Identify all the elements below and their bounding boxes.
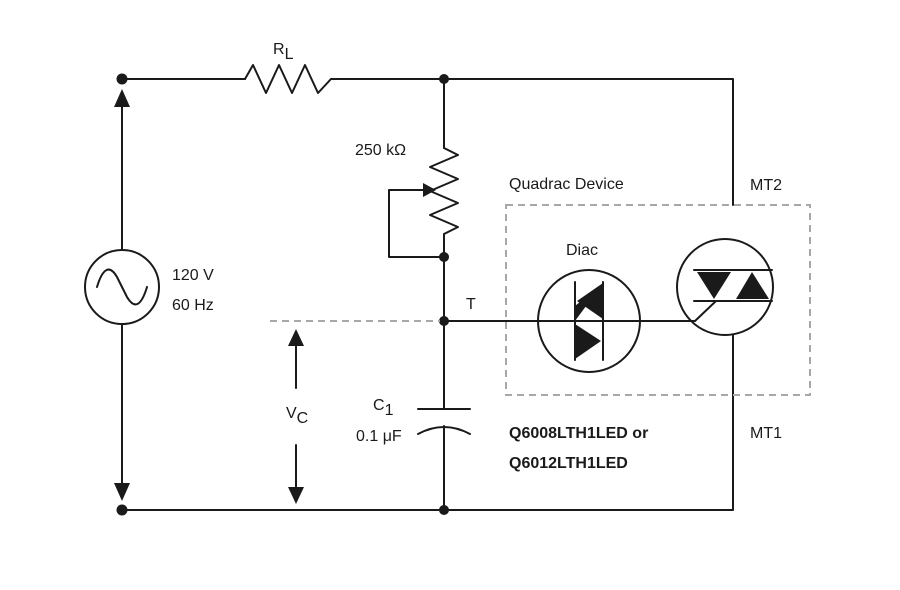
sine-wave bbox=[96, 268, 148, 306]
label-mt2: MT2 bbox=[750, 177, 782, 194]
potentiometer-arrow bbox=[423, 183, 436, 197]
label-c1: C1 bbox=[373, 397, 393, 419]
label-cap-value: 0.1 μF bbox=[356, 428, 402, 445]
label-part-number-1: Q6008LTH1LED or bbox=[509, 425, 649, 442]
triac-gate-lead bbox=[694, 300, 717, 322]
label-part-number-2: Q6012LTH1LED bbox=[509, 455, 628, 472]
label-quadrac-device: Quadrac Device bbox=[509, 176, 624, 193]
label-rl: RL bbox=[273, 41, 293, 63]
source-arrow-up bbox=[114, 89, 130, 107]
wire-bottom bbox=[121, 394, 734, 511]
source-arrow-down bbox=[114, 483, 130, 501]
triac-icon bbox=[676, 238, 774, 336]
ac-source-icon bbox=[84, 249, 160, 325]
vc-arrow-up-head bbox=[288, 329, 304, 346]
junction-wiper bbox=[439, 252, 449, 262]
potentiometer-resistor bbox=[429, 147, 459, 235]
label-c1-sub: 1 bbox=[384, 402, 394, 419]
terminal-top-left bbox=[116, 73, 128, 85]
label-node-t: T bbox=[466, 296, 476, 313]
quadrac-enclosure bbox=[505, 204, 811, 396]
label-vc: VC bbox=[286, 405, 308, 427]
label-mt1: MT1 bbox=[750, 425, 782, 442]
junction-t bbox=[439, 316, 449, 326]
label-pot-value: 250 kΩ bbox=[355, 142, 407, 159]
diac-triangle-upper bbox=[577, 283, 603, 319]
potentiometer-wiper bbox=[388, 189, 445, 258]
triac-triangle-right bbox=[736, 272, 769, 299]
label-diac: Diac bbox=[566, 242, 599, 259]
label-source-frequency: 60 Hz bbox=[172, 297, 214, 314]
label-rl-main: R bbox=[273, 41, 285, 58]
diac-icon bbox=[537, 269, 641, 373]
resistor-rl bbox=[244, 64, 332, 94]
triac-triangle-left bbox=[697, 272, 731, 299]
junction-bottom bbox=[439, 505, 449, 515]
diac-triangle-lower bbox=[575, 324, 601, 359]
label-rl-sub: L bbox=[284, 46, 294, 63]
label-vc-main: V bbox=[286, 405, 297, 422]
label-vc-sub: C bbox=[296, 410, 309, 427]
junction-top bbox=[439, 74, 449, 84]
wire-top-right bbox=[330, 78, 734, 206]
vc-arrow-down-head bbox=[288, 487, 304, 504]
label-source-voltage: 120 V bbox=[172, 267, 214, 284]
terminal-bottom-left bbox=[116, 504, 128, 516]
label-c1-main: C bbox=[373, 397, 385, 414]
